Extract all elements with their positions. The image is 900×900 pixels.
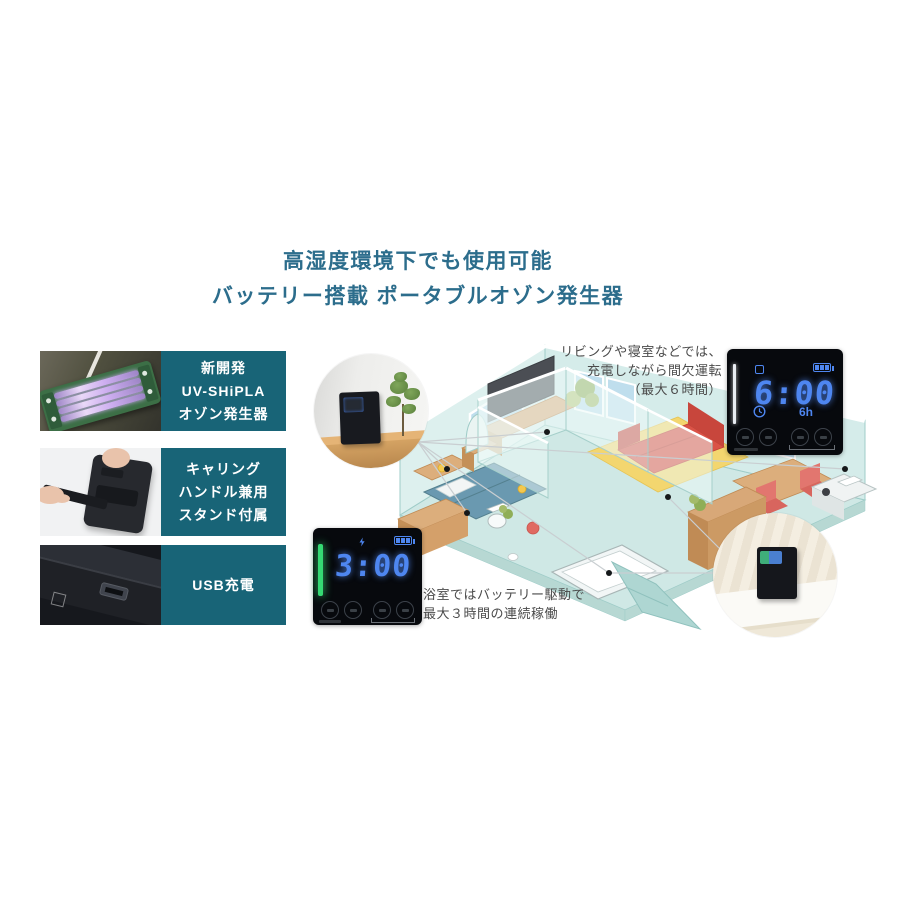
feature-label-usb-charge: USB充電 (161, 545, 286, 625)
battery-icon (394, 536, 415, 545)
duration-label: 6h (799, 405, 814, 419)
battery-level-bar (318, 544, 323, 596)
plant-graphic (402, 404, 404, 436)
display-panel-battery: 3:00 (313, 528, 422, 625)
callout-living: リビングや寝室などでは、 充電しながら間欠運転 （最大６時間） (560, 344, 722, 397)
timer-clock-icon (753, 405, 766, 418)
callout-bathroom: 浴室ではバッテリー駆動で 最大３時間の連続稼働 (423, 587, 586, 621)
button-group-bracket (789, 445, 835, 450)
feature-label-handle-stand: キャリング ハンドル兼用 スタンド付属 (161, 448, 286, 536)
feature-photo-uv-module (40, 351, 161, 431)
display-panel-charging: 6:00 6h (727, 349, 843, 455)
control-button-4 (814, 428, 832, 446)
timer-digits: 3:00 (333, 549, 413, 584)
device-display-graphic (343, 396, 364, 413)
level-bar (733, 364, 736, 424)
ozone-device-graphic (339, 391, 381, 445)
control-button-2 (759, 428, 777, 446)
control-button-3 (373, 601, 391, 619)
uv-tube-module-graphic (40, 359, 161, 431)
control-button-3 (791, 428, 809, 446)
control-button-2 (344, 601, 362, 619)
feature-photo-usb-charge (40, 545, 161, 625)
fine-print (734, 448, 758, 451)
title-line-1: 高湿度環境下でも使用可能 (283, 250, 553, 273)
feature-photo-handle-stand (40, 448, 161, 536)
finger-graphic (54, 494, 70, 503)
control-button-1 (736, 428, 754, 446)
fine-print (319, 620, 341, 623)
control-button-1 (321, 601, 339, 619)
hand-graphic (102, 448, 130, 468)
title-line-2: バッテリー搭載 ポータブルオゾン発生器 (211, 285, 625, 308)
mode-icon (755, 365, 764, 374)
photo-circle-shelf (314, 354, 428, 468)
control-button-4 (396, 601, 414, 619)
button-group-bracket (371, 618, 415, 623)
logo-mark (50, 591, 67, 608)
status-icon (359, 537, 365, 547)
battery-icon (813, 363, 834, 372)
page-title: 高湿度環境下でも使用可能 バッテリー搭載 ポータブルオゾン発生器 (0, 244, 836, 314)
photo-circle-counter (713, 513, 837, 637)
device-display-graphic (760, 551, 782, 564)
ozone-device-graphic (757, 547, 797, 599)
feature-label-uv-module: 新開発 UV-SHiPLA オゾン発生器 (161, 351, 286, 431)
